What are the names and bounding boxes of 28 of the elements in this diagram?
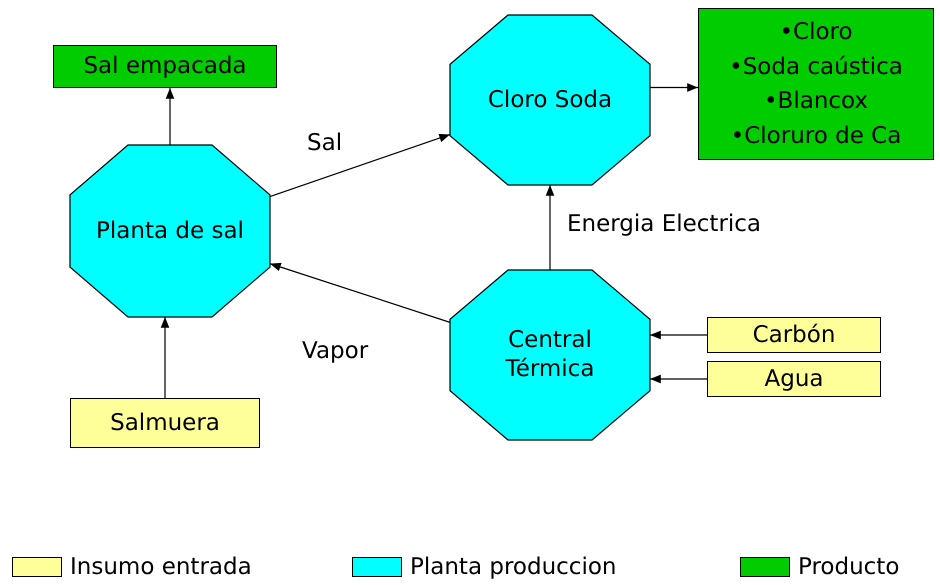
product-box	[53, 45, 277, 88]
node-label: Salmuera	[110, 408, 220, 438]
arrow	[160, 317, 170, 398]
legend-label: Planta produccion	[410, 554, 616, 580]
node-label: Carbón	[752, 320, 836, 350]
node-label: Agua	[764, 364, 824, 394]
edge-label: Vapor	[300, 338, 370, 364]
arrow	[650, 330, 707, 340]
node-label: •Blancox	[764, 87, 868, 116]
node-label: Sal empacada	[83, 52, 247, 81]
legend-label: Insumo entrada	[70, 554, 252, 580]
arrow	[546, 185, 554, 270]
arrow	[270, 134, 450, 198]
input-box	[70, 398, 260, 448]
arrow	[650, 83, 698, 92]
input-box	[707, 361, 881, 397]
node-label: Planta de sal	[96, 216, 244, 246]
node-label: Central Térmica	[504, 326, 596, 384]
node-label: Cloro Soda	[488, 86, 612, 114]
node-label: •Cloruro de Ca	[730, 122, 902, 150]
arrow	[270, 262, 450, 323]
node-label: •Soda caústica	[729, 52, 903, 82]
legend-label: Producto	[798, 554, 900, 580]
node-label: •Cloro	[779, 18, 853, 47]
arrow	[166, 88, 174, 145]
input-box	[707, 317, 881, 353]
product-box	[698, 8, 934, 160]
arrow	[650, 374, 707, 384]
